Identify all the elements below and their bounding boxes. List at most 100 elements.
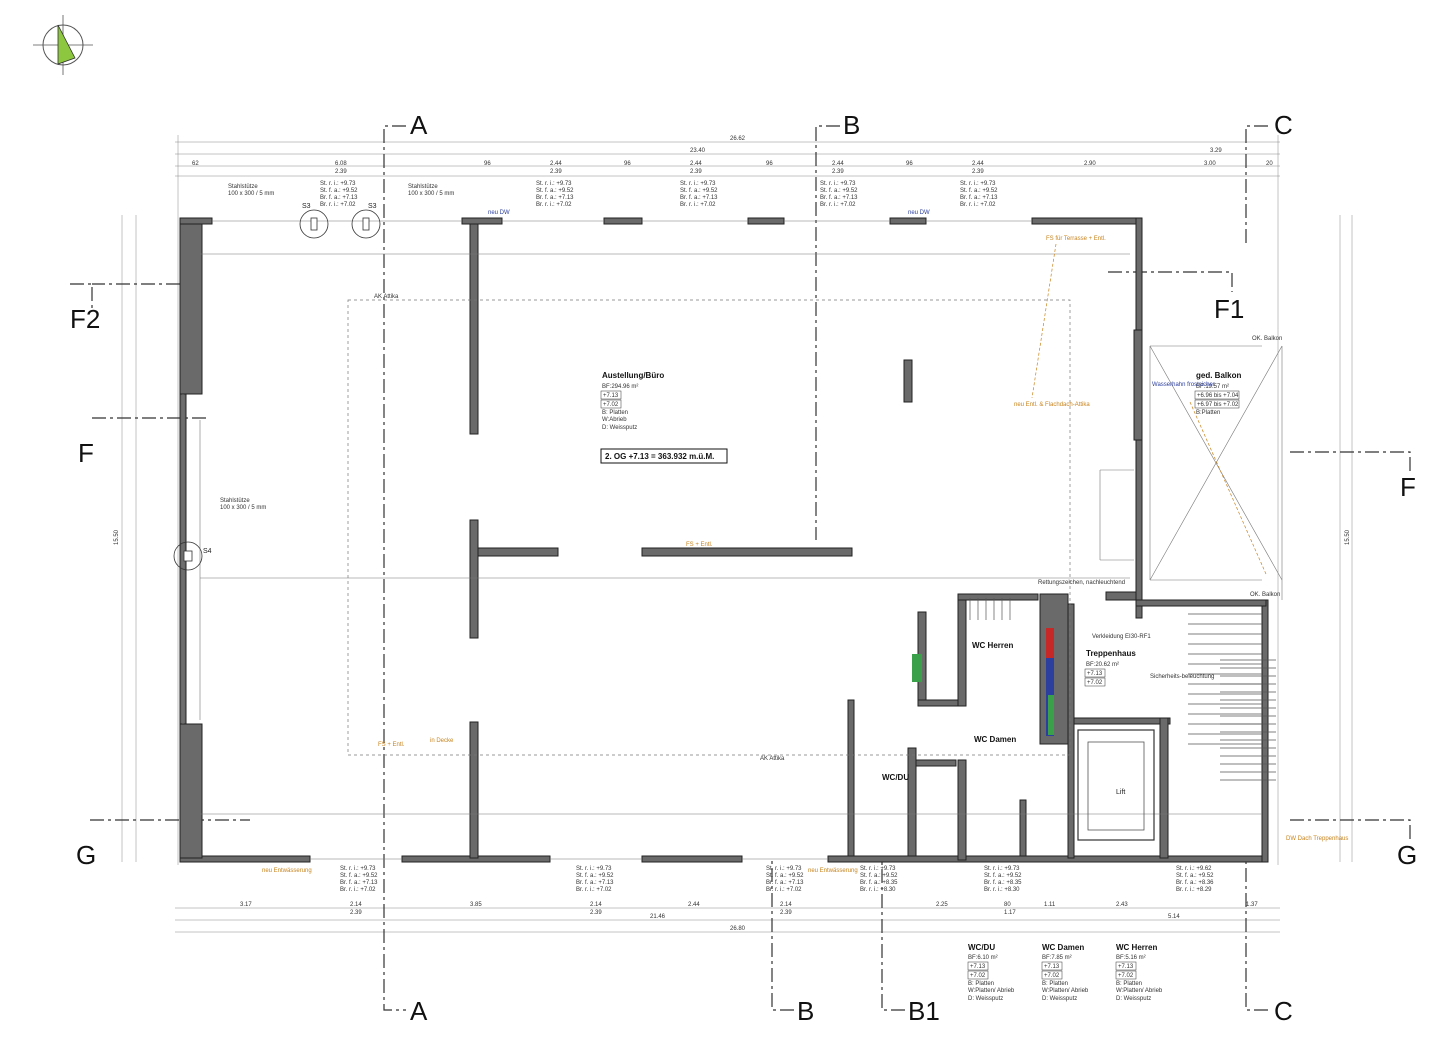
legend-room-h2: +7.02 (970, 973, 986, 979)
bottom-dimension-lines (175, 907, 1280, 933)
sill-table-bottom-6: St. r. i.: +9.62 St. f. a.: +9.52 Br. f.… (1176, 866, 1214, 893)
svg-text:St. r. i.: +9.73: St. r. i.: +9.73 (766, 866, 802, 872)
top-dimension-label: 2.39 (690, 169, 702, 175)
section-mark-g-left: G (76, 840, 96, 870)
legend-height-box (1115, 970, 1137, 980)
svg-text:Br. f. a.: +8.35: Br. f. a.: +8.35 (860, 880, 898, 886)
room-main-w: W:Abrieb (602, 417, 627, 423)
section-mark-b-bottom: B (797, 996, 814, 1026)
annotation-verkleidung: Verkleidung EI30-RF1 (1092, 634, 1151, 640)
svg-text:St. r. i.: +9.73: St. r. i.: +9.73 (536, 181, 572, 187)
bottom-dimension-label: 1.11 (1044, 902, 1056, 908)
svg-text:Br. f. a.: +7.13: Br. f. a.: +7.13 (320, 195, 358, 201)
column-note-1: Stahlstütze (228, 184, 258, 190)
annotation-neu-entwaesserung: neu Entwässerung (262, 868, 312, 874)
legend-room-bf: BF:5.16 m² (1116, 955, 1146, 961)
ak-attika-label: AK Attika (374, 294, 399, 300)
level-label: 2. OG +7.13 = 363.932 m.ü.M. (605, 452, 714, 461)
svg-text:St. f. a.: +9.52: St. f. a.: +9.52 (320, 188, 358, 194)
annotation-wasserhahn: Wasserhahn frostsicher (1152, 382, 1215, 388)
legend-room-name: WC/DU (968, 943, 995, 952)
outer-walls (179, 217, 1269, 863)
svg-text:St. f. a.: +9.52: St. f. a.: +9.52 (1176, 873, 1214, 879)
dim-right-height: 15.50 (1345, 529, 1351, 545)
column-note-1-dim: 100 x 300 / 5 mm (228, 191, 274, 197)
room-wc-du: WC/DU (882, 773, 909, 782)
annotation-fs-terrasse: FS für Terrasse + Entl. (1046, 236, 1106, 242)
section-mark-f1: F1 (1214, 294, 1244, 324)
section-mark-f-right: F (1400, 472, 1416, 502)
sill-table-top-2: St. r. i.: +9.73 St. f. a.: +9.52 Br. f.… (536, 181, 574, 208)
lift-label: Lift (1116, 789, 1125, 796)
top-dimension-label: 96 (484, 161, 491, 167)
top-dimension-label: 2.39 (832, 169, 844, 175)
svg-text:Br. r. i.: +7.02: Br. r. i.: +7.02 (960, 202, 996, 208)
svg-text:St. r. i.: +9.73: St. r. i.: +9.73 (860, 866, 896, 872)
svg-text:Br. r. i.: +7.02: Br. r. i.: +7.02 (820, 202, 856, 208)
top-dimension-label: 62 (192, 161, 199, 167)
annotation-ok-balkon-2: OK. Balkon (1250, 592, 1280, 598)
bottom-dimension-label: 2.39 (590, 910, 602, 916)
sill-table-bottom-1: St. r. i.: +9.73 St. f. a.: +9.52 Br. f.… (340, 866, 378, 893)
column-note-3-dim: 100 x 300 / 5 mm (220, 505, 266, 511)
legend-room-d: D: Weissputz (968, 996, 1003, 1002)
legend-room-bf: BF:7.85 m² (1042, 955, 1072, 961)
legend-room-b: B: Platten (1116, 981, 1142, 987)
svg-text:Br. f. a.: +7.13: Br. f. a.: +7.13 (576, 880, 614, 886)
reference-lines (200, 253, 1283, 815)
legend-room-b: B: Platten (1042, 981, 1068, 987)
column-s3-label-left: S3 (302, 203, 311, 210)
ak-attika-label-bottom: AK Attika (760, 756, 785, 762)
legend-room-name: WC Herren (1116, 943, 1157, 952)
sill-table-top-3: St. r. i.: +9.73 St. f. a.: +9.52 Br. f.… (680, 181, 718, 208)
svg-text:Br. f. a.: +7.13: Br. f. a.: +7.13 (536, 195, 574, 201)
service-shaft-green (1048, 695, 1054, 735)
svg-text:St. f. a.: +9.52: St. f. a.: +9.52 (860, 873, 898, 879)
svg-text:Br. r. i.: +8.29: Br. r. i.: +8.29 (1176, 887, 1212, 893)
annotation-neu-entwaesserung-2: neu Entwässerung (808, 868, 858, 874)
sill-table-bottom-3: St. r. i.: +9.73 St. f. a.: +9.52 Br. f.… (766, 866, 804, 893)
svg-text:Br. f. a.: +8.36: Br. f. a.: +8.36 (1176, 880, 1214, 886)
annotation-neu-entl: neu Entl. & Flachdach-Attika (1014, 402, 1090, 408)
room-balkon-h1: +6.96 bis +7.04 (1197, 393, 1239, 399)
svg-text:St. f. a.: +9.52: St. f. a.: +9.52 (960, 188, 998, 194)
room-balkon-bf: BF:19.57 m² (1196, 384, 1229, 390)
column-s3-label-right: S3 (368, 203, 377, 210)
dim-top-right: 3.29 (1210, 148, 1222, 154)
bottom-dimension-label: 2.44 (688, 902, 700, 908)
bottom-dimension-label: 80 (1004, 902, 1011, 908)
room-main-b: B: Platten (602, 410, 628, 416)
stair-treads (969, 598, 1276, 781)
room-main-bf: BF:294.96 m² (602, 384, 638, 390)
dim-left-height: 15.50 (114, 529, 120, 545)
top-dimension-label: 2.90 (1084, 161, 1096, 167)
svg-text:Br. r. i.: +7.02: Br. r. i.: +7.02 (680, 202, 716, 208)
top-dimension-label: 96 (766, 161, 773, 167)
legend-height-box (1041, 970, 1063, 980)
top-dimension-label: 2.39 (972, 169, 984, 175)
room-treppenhaus-bf: BF:20.62 m² (1086, 662, 1119, 668)
section-mark-a-bottom: A (410, 996, 428, 1026)
service-shaft-blue (1046, 628, 1054, 736)
top-dimension-label: 2.39 (550, 169, 562, 175)
room-treppenhaus-name: Treppenhaus (1086, 649, 1136, 658)
annotation-fs-entl-2: FS + Entl. (378, 742, 405, 748)
svg-text:St. r. i.: +9.73: St. r. i.: +9.73 (960, 181, 996, 187)
room-treppenhaus-h2: +7.02 (1087, 680, 1103, 686)
legend-room-h1: +7.13 (1118, 964, 1134, 970)
svg-text:St. f. a.: +9.52: St. f. a.: +9.52 (820, 188, 858, 194)
svg-text:St. r. i.: +9.62: St. r. i.: +9.62 (1176, 866, 1212, 872)
svg-text:Br. f. a.: +7.13: Br. f. a.: +7.13 (766, 880, 804, 886)
svg-text:Br. r. i.: +7.02: Br. r. i.: +7.02 (536, 202, 572, 208)
legend-room-name: WC Damen (1042, 943, 1084, 952)
annotation-neu-dw-2: neu DW (488, 210, 510, 216)
column-note-3: Stahlstütze (220, 498, 250, 504)
bottom-dimension-label: 2.43 (1116, 902, 1128, 908)
annotation-ok-balkon: OK. Balkon (1252, 336, 1282, 342)
legend-room-bf: BF:6.10 m² (968, 955, 998, 961)
svg-text:Br. f. a.: +7.13: Br. f. a.: +7.13 (340, 880, 378, 886)
column-s3-left (299, 209, 329, 239)
bottom-dimension-label: 3.85 (470, 902, 482, 908)
room-main: Austellung/Büro BF:294.96 m² +7.13 +7.02… (600, 371, 664, 431)
